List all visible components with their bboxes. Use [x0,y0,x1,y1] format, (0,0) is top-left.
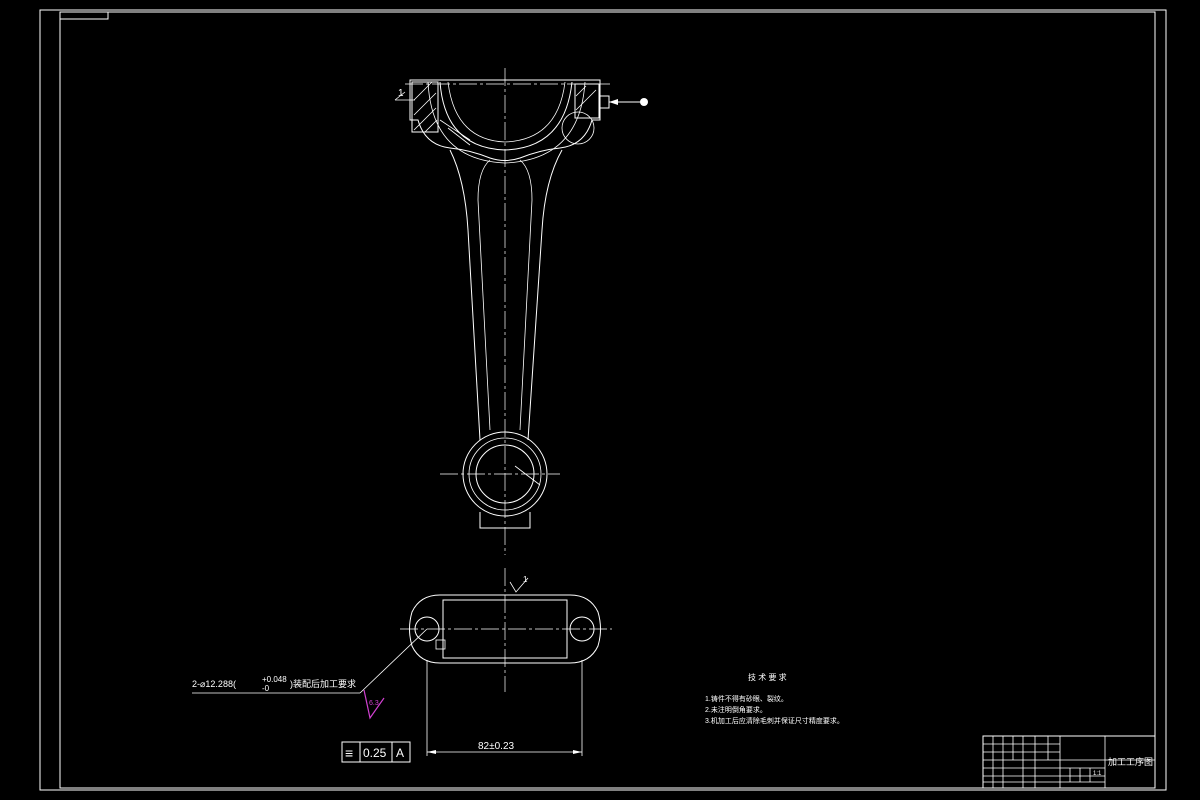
drawing-title: 加工工序图 [1108,756,1153,767]
hatch-3 [413,107,437,131]
hatch-7 [575,85,587,97]
roughness-value: 6.3 [369,700,379,707]
right-boss-circle [561,111,595,145]
hatch-1 [413,81,433,101]
tech-req-item-3: 3.机加工后应清除毛刺并保证尺寸精度要求。 [705,716,844,725]
scale-label: 1:1 [1093,771,1102,777]
small-end-tab [479,512,531,529]
dimension-82: 82±0.23 [478,741,515,752]
small-end-leader [514,465,541,486]
technical-requirements: 技 术 要 求 1.铸件不得有砂眼、裂纹。 2.未注明倒角要求。 3.机加工后应… [705,672,844,725]
shank-web-left [477,159,491,431]
inner-frame [59,11,1156,789]
shank-left-edge [449,149,481,441]
hole-leader [359,628,428,694]
big-end-inner-arc [447,81,566,143]
datum-dot [640,98,648,106]
hatch-2 [413,92,437,116]
title-block: 加工工序图 1:1 [982,735,1156,789]
section-label: 1 [398,88,404,99]
top-roughness-mark [509,577,529,593]
hole-callout-suffix: )装配后加工要求 [290,678,356,689]
hatch-8 [575,89,597,111]
side-label: 1 [523,575,528,584]
right-bolt-boss [574,83,600,119]
hole-callout-tol-lower: -0 [262,684,270,693]
shank-web-right [519,159,533,431]
cap-hole-right [569,616,595,642]
fcf-symbol: ≡ [345,745,353,761]
cap-body [442,599,568,659]
dim-arrow-right [573,750,582,754]
cap-side-view: 1 2-⌀12.288( +0.048 -0 )装配后加工要求 6.3 82±0… [192,568,612,763]
dim-arrow-left [427,750,436,754]
outer-frame [39,9,1167,791]
shank-right-edge [527,149,563,441]
big-end-outer-arc [427,81,586,164]
cap-hole-left [414,616,440,642]
connecting-rod-view: 1 [394,68,648,555]
section-leader-diag [394,91,406,101]
hatch-5 [439,119,471,141]
small-end-mid [468,437,542,511]
datum-arrowhead [609,99,618,105]
big-end-outline [409,79,601,161]
hatch-4 [424,119,438,133]
title-block-frame [982,735,1156,789]
big-end-bore-arc [439,81,573,151]
hatch-6 [447,127,471,146]
roughness-symbol [363,689,385,720]
fcf-datum: A [396,746,404,760]
cap-small-square [435,639,446,650]
hole-callout-prefix: 2-⌀12.288( [192,679,236,689]
cap-outline [409,594,601,664]
small-end-outer [462,431,548,517]
tech-req-title: 技 术 要 求 [748,672,787,682]
tech-req-item-1: 1.铸件不得有砂眼、裂纹。 [705,694,788,703]
tech-req-item-2: 2.未注明倒角要求。 [705,705,767,714]
fcf-frame [341,741,411,763]
small-end-bore [475,444,535,504]
corner-tag-box [59,11,109,20]
hole-callout-tol-upper: +0.048 [262,675,287,684]
fcf-value: 0.25 [363,746,387,760]
